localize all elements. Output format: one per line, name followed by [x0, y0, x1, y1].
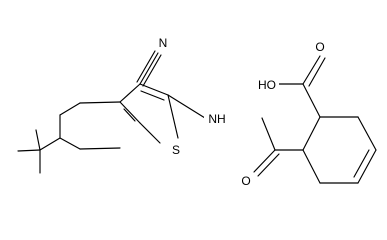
- bond-tbu-to-ring: [39, 137, 61, 151]
- bond-c7-c7a: [79, 147, 121, 150]
- thiophene-sulfur-label: S: [172, 143, 180, 157]
- nitrile-nitrogen-label: N: [159, 36, 168, 50]
- bond-c5-c4: [59, 102, 81, 116]
- bond-c6-c7: [59, 137, 81, 150]
- bond-ring-cooh: [302, 83, 321, 118]
- bond-nitrile-3: [136, 50, 156, 83]
- bond-r1-r2: [302, 116, 321, 151]
- bond-cooh-o-1: [302, 55, 321, 85]
- bond-c3a-c7a-double: [123, 108, 136, 122]
- bond-tbu-ch3-top: [35, 129, 41, 151]
- bond-cooh-o-2: [308, 57, 326, 87]
- amide-nh-label: NH: [208, 112, 225, 126]
- bond-tbu-ch3-left: [17, 149, 41, 152]
- bond-c4-c3a: [79, 101, 121, 104]
- bond-c3-c2: [139, 83, 169, 96]
- carboxyl-hydroxyl-label: HO: [258, 78, 276, 92]
- bond-c7a-s: [139, 122, 161, 144]
- bond-c2-nh: [167, 94, 206, 119]
- bond-c3a-c7a: [119, 101, 141, 124]
- bond-nitrile-1: [139, 52, 159, 85]
- bond-r6-r1: [302, 149, 321, 184]
- bond-c3-c2-double: [140, 90, 165, 101]
- bond-c2-s: [167, 94, 179, 139]
- bond-lines: [17, 50, 377, 184]
- bond-amide-co-2: [257, 153, 280, 177]
- bond-amide-co-1: [253, 149, 276, 173]
- bond-c3a-c3: [119, 83, 141, 103]
- structure-diagram: N S NH HO O O: [17, 34, 377, 188]
- atom-labels: N S NH HO O O: [156, 34, 327, 188]
- bond-nh-carbonyl: [261, 117, 276, 151]
- bond-r4-r5: [357, 149, 377, 184]
- bond-nitrile-2: [142, 54, 162, 87]
- carboxyl-oxygen-label: O: [315, 40, 324, 54]
- amide-oxygen-label: O: [241, 174, 250, 188]
- bond-r3-r4: [357, 116, 377, 151]
- bond-r4-r5-double: [353, 149, 370, 178]
